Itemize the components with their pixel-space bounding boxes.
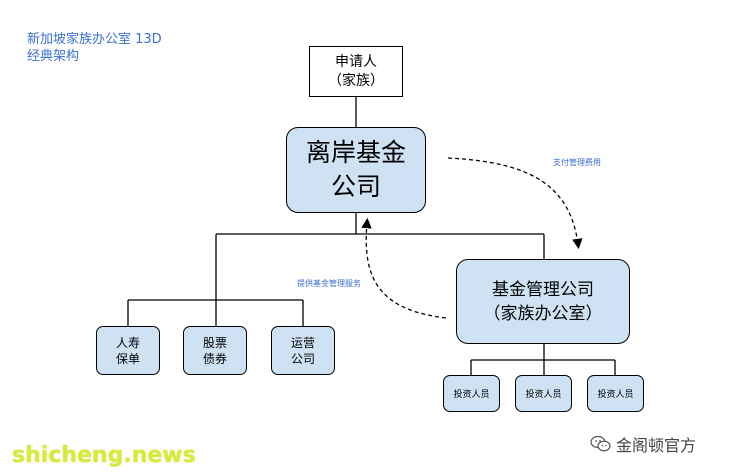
title-line-2: 经典架构 xyxy=(27,49,80,64)
node-stocks-line-2: 债券 xyxy=(202,351,227,366)
diagram-title: 新加坡家族办公室 13D 经典架构 xyxy=(27,31,162,65)
node-operating-line-1: 运营 xyxy=(290,335,315,350)
wechat-icon xyxy=(590,435,611,452)
node-offshore-fund-line-1: 离岸基金 xyxy=(305,138,406,167)
node-offshore-fund: 离岸基金 公司 xyxy=(286,127,426,213)
node-insurance-line-2: 保单 xyxy=(115,351,140,366)
node-stocks-line-1: 股票 xyxy=(202,335,227,350)
node-operating-line-2: 公司 xyxy=(290,351,315,366)
annotation-provide-service: 提供基金管理服务 xyxy=(297,279,361,288)
node-applicant-line-2: （家族） xyxy=(328,72,384,89)
node-offshore-fund-line-2: 公司 xyxy=(330,172,381,201)
watermark-right-text: 金阁顿官方 xyxy=(616,436,697,455)
watermark-right: 金阁顿官方 xyxy=(590,432,696,456)
node-investor-1: 投资人员 xyxy=(443,375,500,412)
node-stocks-bonds: 股票 债券 xyxy=(183,326,247,375)
node-investor-1-label: 投资人员 xyxy=(453,390,490,400)
node-insurance-line-1: 人寿 xyxy=(115,335,140,350)
node-investor-3-label: 投资人员 xyxy=(597,390,634,400)
node-fund-manager-line-1: 基金管理公司 xyxy=(492,279,594,300)
title-line-1: 新加坡家族办公室 13D xyxy=(27,32,162,47)
node-investor-2-label: 投资人员 xyxy=(525,390,562,400)
arrow-pay-fee xyxy=(447,157,583,250)
watermark-left: shicheng.news xyxy=(12,443,196,468)
node-fund-manager-line-2: （家族办公室） xyxy=(483,303,603,324)
node-investor-3: 投资人员 xyxy=(587,375,644,412)
node-applicant: 申请人 （家族） xyxy=(309,46,403,97)
annotation-pay-fee: 支付管理费用 xyxy=(553,158,601,167)
node-fund-manager: 基金管理公司 （家族办公室） xyxy=(456,259,630,344)
node-insurance: 人寿 保单 xyxy=(96,326,160,375)
arrow-provide-service xyxy=(361,217,447,319)
node-operating-company: 运营 公司 xyxy=(271,326,335,375)
node-applicant-line-1: 申请人 xyxy=(335,53,377,70)
node-investor-2: 投资人员 xyxy=(515,375,572,412)
